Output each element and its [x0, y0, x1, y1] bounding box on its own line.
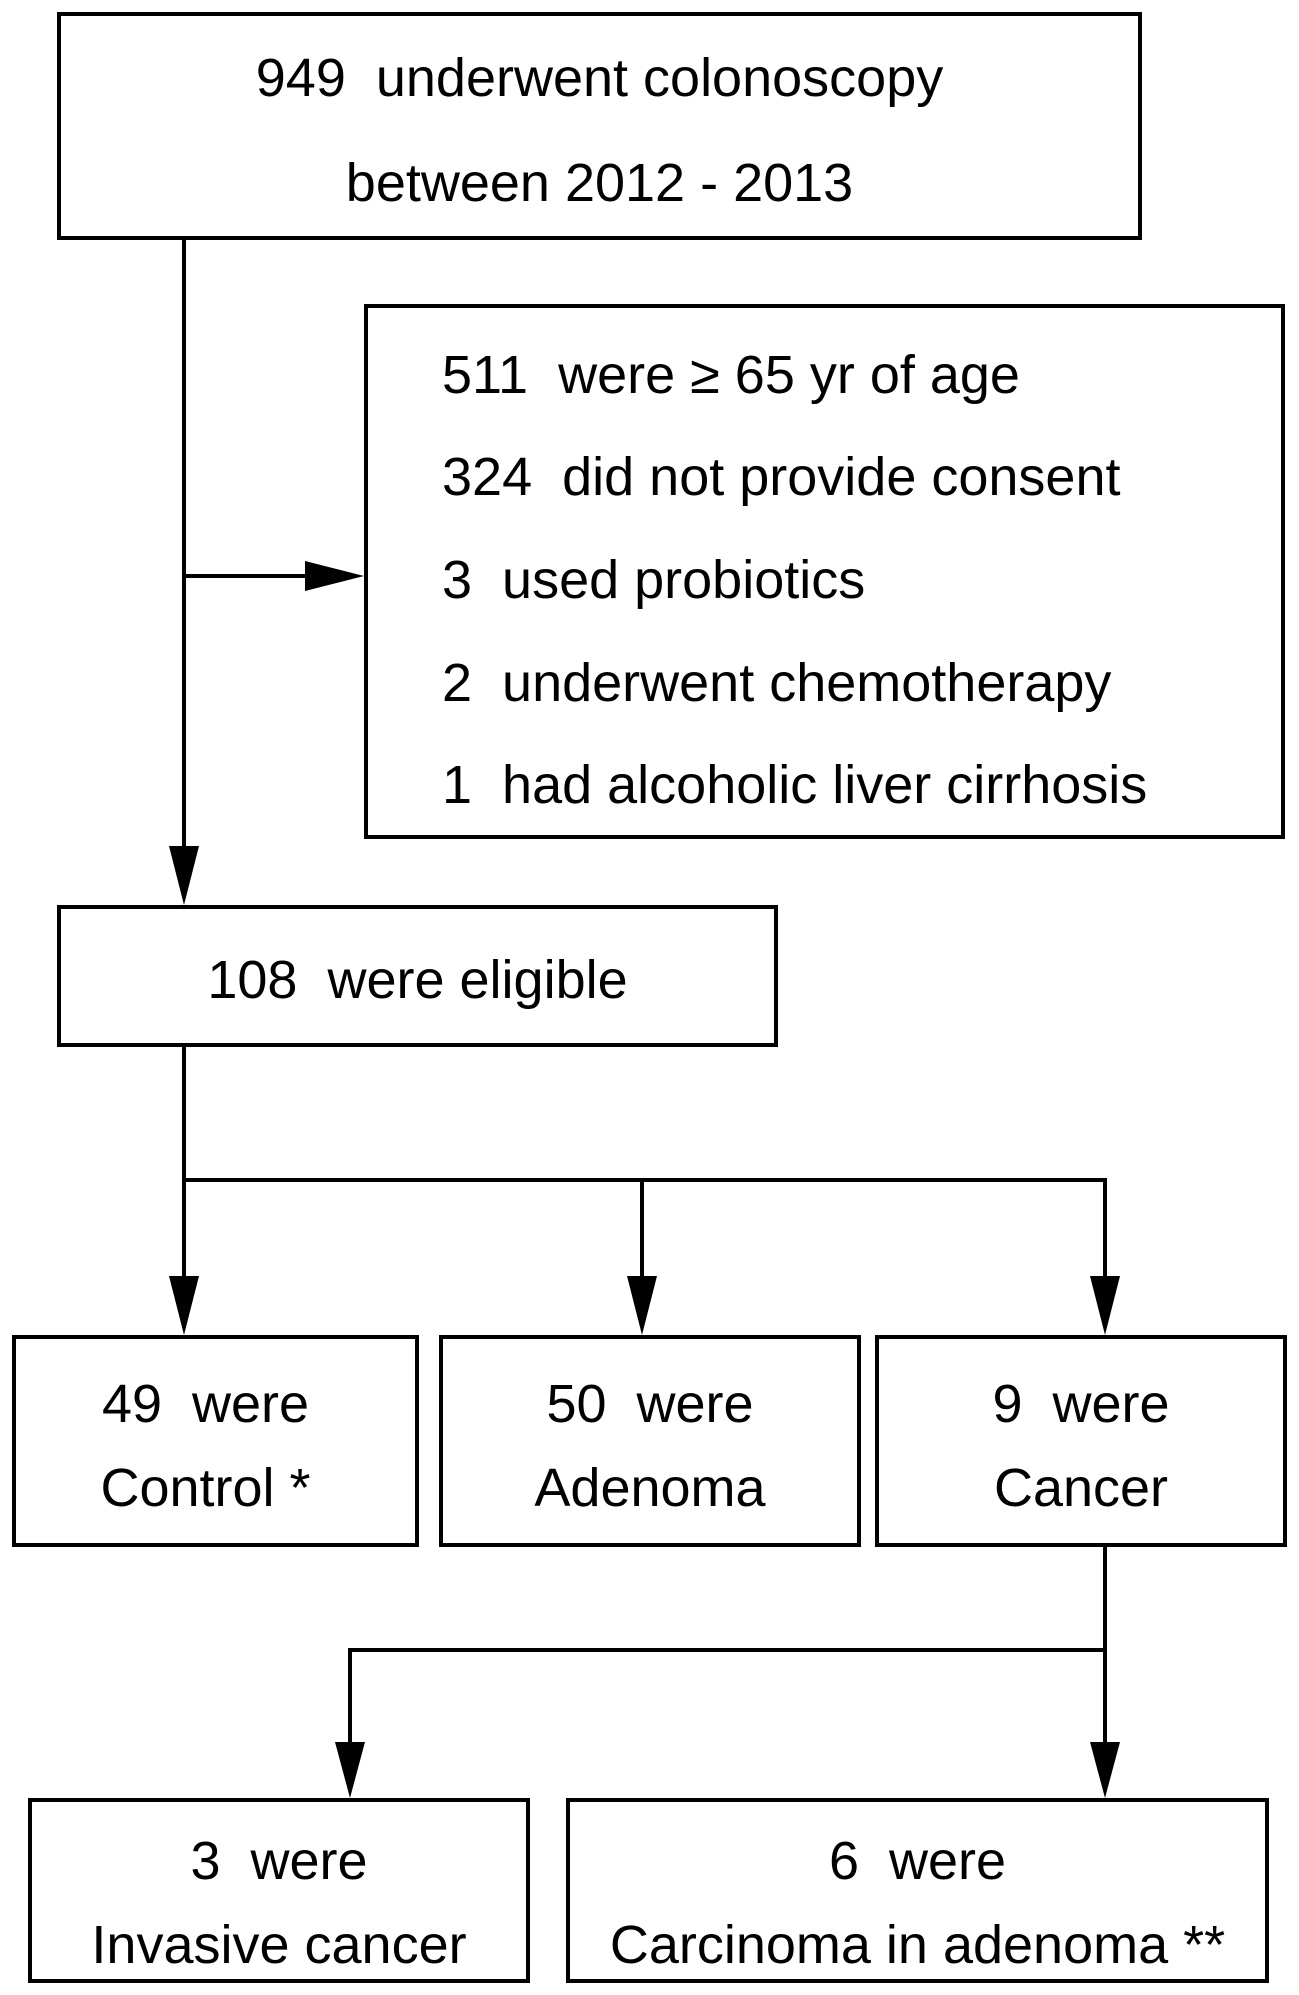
invasive-line-2: Invasive cancer	[91, 1915, 467, 1975]
arrow-to-carcinoma	[1090, 1742, 1120, 1798]
start-box: 949 underwent colonoscopy between 2012 -…	[57, 12, 1142, 240]
control-line-1: 49 were	[101, 1374, 310, 1434]
arrow-to-eligible	[169, 846, 199, 905]
arrow-to-invasive	[335, 1742, 365, 1798]
cancer-box: 9 were Cancer	[875, 1335, 1287, 1547]
arrow-to-exclusions	[305, 561, 364, 591]
adenoma-line-1: 50 were	[546, 1374, 754, 1434]
exclusion-consent: 324 did not provide consent	[442, 447, 1121, 507]
start-line-1: 949 underwent colonoscopy	[255, 48, 944, 108]
arrow-to-adenoma	[627, 1276, 657, 1335]
adenoma-line-2: Adenoma	[534, 1458, 766, 1518]
eligible-label: 108 were eligible	[207, 950, 628, 1010]
carcinoma-box: 6 were Carcinoma in adenoma **	[566, 1798, 1269, 1983]
eligible-box: 108 were eligible	[57, 905, 778, 1047]
control-box: 49 were Control *	[12, 1335, 419, 1547]
carcinoma-line-2: Carcinoma in adenoma **	[609, 1915, 1226, 1975]
exclusion-probiotics: 3 used probiotics	[442, 550, 866, 610]
carcinoma-line-1: 6 were	[828, 1831, 1007, 1891]
invasive-line-1: 3 were	[190, 1831, 368, 1891]
invasive-box: 3 were Invasive cancer	[28, 1798, 530, 1983]
exclusion-chemotherapy: 2 underwent chemotherapy	[442, 653, 1112, 713]
adenoma-box: 50 were Adenoma	[439, 1335, 861, 1547]
exclusions-box: 511 were ≥ 65 yr of age 324 did not prov…	[364, 304, 1285, 839]
start-line-2: between 2012 - 2013	[345, 153, 854, 213]
cancer-line-1: 9 were	[992, 1374, 1170, 1434]
control-line-2: Control *	[100, 1458, 311, 1518]
arrow-to-control	[169, 1276, 199, 1335]
arrow-to-cancer	[1090, 1276, 1120, 1335]
exclusion-age: 511 were ≥ 65 yr of age	[442, 345, 1020, 405]
exclusion-cirrhosis: 1 had alcoholic liver cirrhosis	[442, 755, 1148, 815]
cancer-line-2: Cancer	[993, 1458, 1169, 1518]
